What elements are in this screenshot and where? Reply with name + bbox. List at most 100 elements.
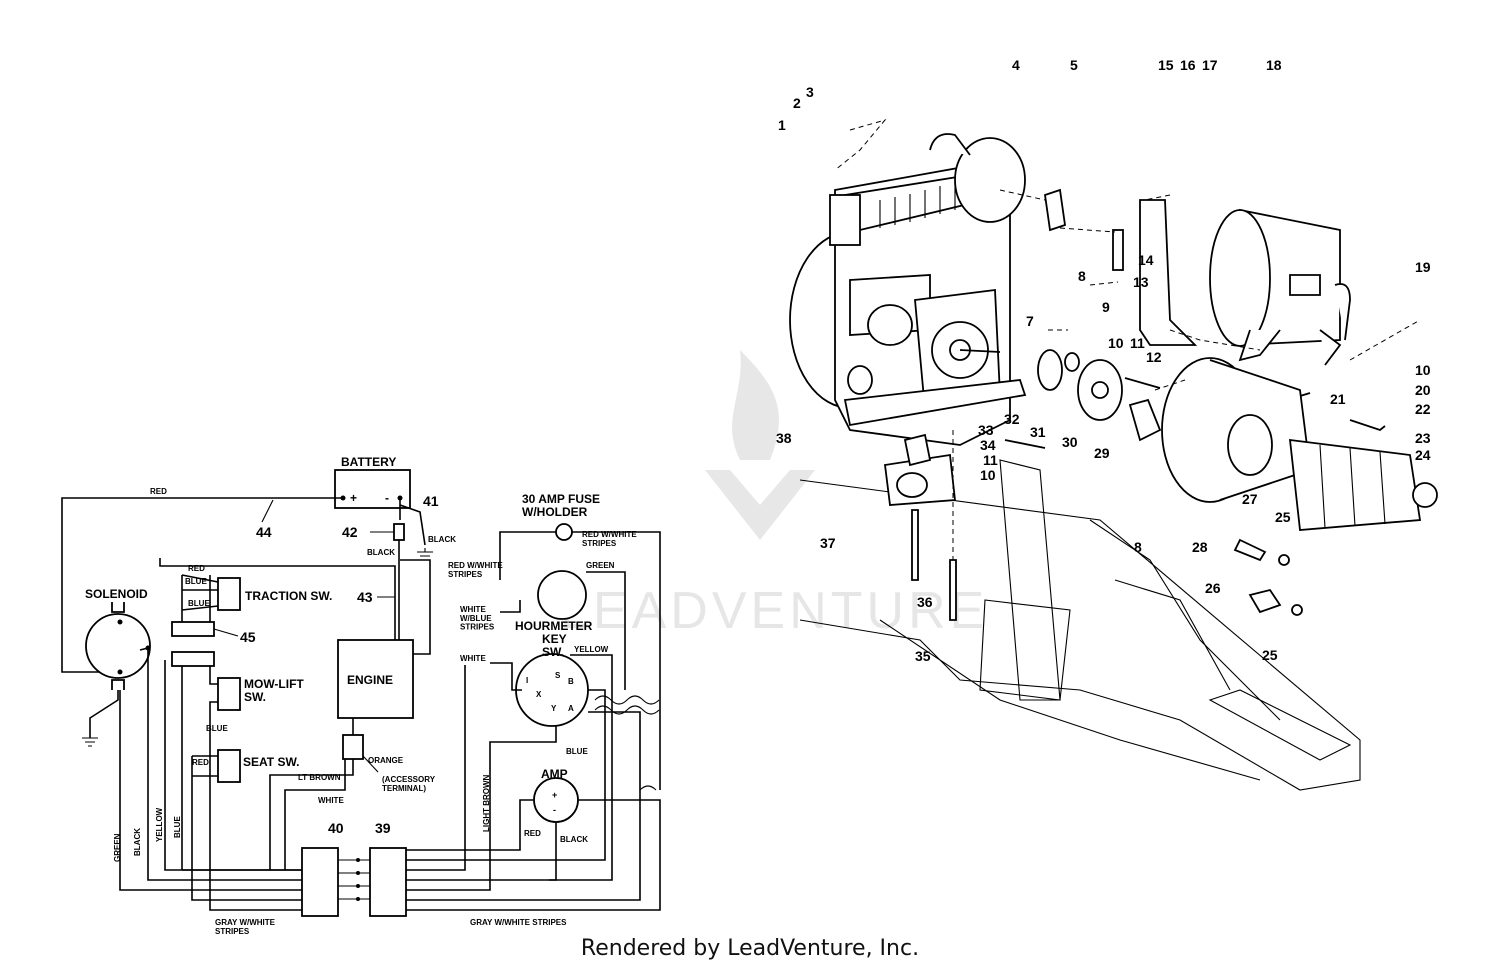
callout-part-7: 7 <box>1026 313 1034 329</box>
callout-part-35: 35 <box>915 648 931 664</box>
wire-label-red-amp: RED <box>524 829 541 838</box>
callout-40: 40 <box>328 820 344 836</box>
amp-label: AMP <box>541 767 568 781</box>
callout-part-11b: 11 <box>983 452 998 468</box>
watermark-logo: LEADVENTURE <box>560 350 984 640</box>
engine-label: ENGINE <box>347 673 393 687</box>
callout-part-22: 22 <box>1415 401 1431 417</box>
battery-box <box>334 469 411 509</box>
fuse-holder <box>555 523 573 541</box>
callout-part-26: 26 <box>1205 580 1221 596</box>
seat-switch-label: SEAT SW. <box>243 755 299 769</box>
bolt-36 <box>911 509 919 581</box>
callout-part-2: 2 <box>793 95 801 111</box>
wire-label-white-eng: WHITE <box>318 796 344 805</box>
callout-part-14: 14 <box>1138 252 1154 268</box>
callout-part-30: 30 <box>1062 434 1078 450</box>
connector-45 <box>171 621 215 637</box>
gasket <box>1044 188 1066 232</box>
wire-red-top <box>61 497 343 673</box>
callout-part-8b: 8 <box>1134 539 1142 555</box>
callout-part-33: 33 <box>978 422 994 438</box>
wiring-diagram: BATTERY + - RED 41 BLACK 42 BLACK 44 TRA… <box>61 455 661 936</box>
wire-label-blue-trac2: BLUE <box>188 599 210 608</box>
wire-label-white-key: WHITE <box>460 654 486 663</box>
wire-label-blue-v: BLUE <box>173 816 182 838</box>
callout-part-8a: 8 <box>1078 268 1086 284</box>
amp-meter <box>533 777 579 823</box>
callout-39: 39 <box>375 820 391 836</box>
callout-part-20: 20 <box>1415 382 1431 398</box>
callout-part-12: 12 <box>1146 349 1162 365</box>
amp-terminal-plus: + <box>552 790 557 800</box>
wire-label-blue-mow: BLUE <box>206 724 228 733</box>
wire-label-green-hour: GREEN <box>586 561 615 570</box>
recoil-starter <box>954 137 1026 223</box>
wire-label-yellow-key: YELLOW <box>574 645 609 654</box>
solenoid <box>85 613 151 679</box>
callout-part-24: 24 <box>1415 447 1431 463</box>
exhaust-pipe <box>1139 199 1198 346</box>
hydraulic-pump <box>1288 438 1422 531</box>
seat-switch <box>217 749 241 783</box>
callout-part-13: 13 <box>1133 274 1149 290</box>
callout-part-1: 1 <box>778 117 786 133</box>
callout-part-16: 16 <box>1180 57 1196 73</box>
connector-40 <box>301 847 339 917</box>
traction-switch-label: TRACTION SW. <box>245 589 332 603</box>
callout-part-4: 4 <box>1012 57 1020 73</box>
exploded-parts-view <box>789 119 1438 791</box>
callout-part-32: 32 <box>1004 411 1020 427</box>
wire-label-yellow-v: YELLOW <box>155 807 164 842</box>
callout-part-25a: 25 <box>1275 509 1291 525</box>
fitting-27 <box>1233 538 1267 562</box>
callout-42: 42 <box>342 524 358 540</box>
key-terminal-a: A <box>568 704 574 713</box>
hourmeter <box>537 570 587 620</box>
key-switch <box>515 653 589 727</box>
battery-plus: + <box>350 491 357 505</box>
wire-label-black-41: BLACK <box>428 535 456 544</box>
wire-label-black-v: BLACK <box>133 828 142 856</box>
callout-part-34: 34 <box>980 437 996 453</box>
callout-part-29: 29 <box>1094 445 1110 461</box>
wire-label-lt-brown: LT BROWN <box>298 773 341 782</box>
callout-part-5: 5 <box>1070 57 1078 73</box>
key-terminal-i: I <box>526 676 528 685</box>
callout-part-11a: 11 <box>1130 335 1145 351</box>
key-terminal-y: Y <box>551 704 557 713</box>
callout-part-31: 31 <box>1030 424 1046 440</box>
bolt-35 <box>949 559 957 621</box>
wire-label-orange: ORANGE <box>368 756 404 765</box>
wire-label-blue-trac1: BLUE <box>185 577 207 586</box>
wire-label-red-seat: RED <box>192 758 209 767</box>
wire-label-light-brown: LIGHT BROWN <box>482 774 491 832</box>
callout-part-25b: 25 <box>1262 647 1278 663</box>
callout-45: 45 <box>240 629 256 645</box>
callout-part-19: 19 <box>1415 259 1431 275</box>
key-terminal-b: B <box>568 677 574 686</box>
wire-label-black-amp: BLACK <box>560 835 588 844</box>
callout-part-21: 21 <box>1330 391 1346 407</box>
callout-part-28: 28 <box>1192 539 1208 555</box>
key-terminal-x: X <box>536 690 542 699</box>
wire-label-black-42: BLACK <box>367 548 395 557</box>
callout-part-10c: 10 <box>980 467 996 483</box>
part-callouts: 1 2 3 4 5 15 16 17 18 14 13 19 8 7 9 10 … <box>776 57 1431 664</box>
callout-part-36: 36 <box>917 594 933 610</box>
connector-39 <box>369 847 407 917</box>
callout-43: 43 <box>357 589 373 605</box>
wire-label-green-v: GREEN <box>113 833 122 862</box>
battery-minus: - <box>385 491 389 505</box>
wire-label-gray-right: GRAY W/WHITE STRIPES <box>470 918 567 927</box>
callout-part-18: 18 <box>1266 57 1282 73</box>
callout-part-9: 9 <box>1102 299 1110 315</box>
fitting-26 <box>1248 588 1282 614</box>
hourmeter-label: HOURMETER <box>515 619 593 633</box>
